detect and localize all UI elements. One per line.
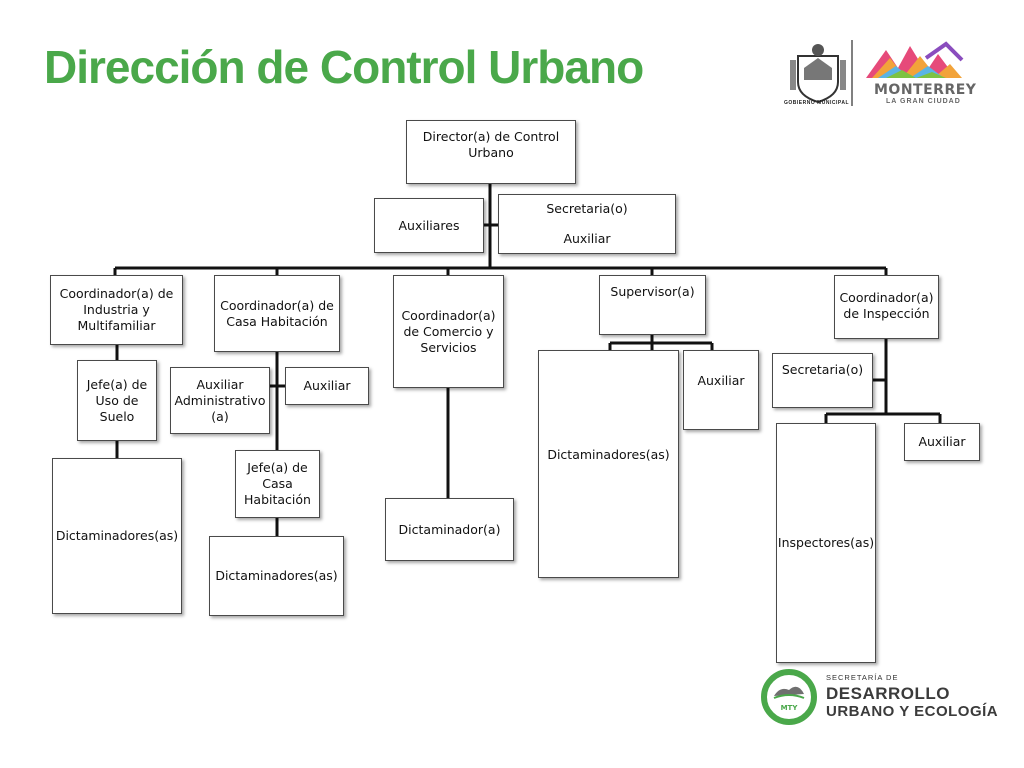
- jefe-casa-label: Jefe(a) de Casa Habitación: [244, 460, 311, 507]
- jefe-uso-suelo-box: Jefe(a) de Uso de Suelo: [77, 360, 157, 441]
- dictaminador-label: Dictaminador(a): [398, 521, 501, 537]
- auxiliares-label: Auxiliares: [398, 217, 460, 233]
- coord-comercio-label: Coordinador(a) de Comercio y Servicios: [401, 307, 496, 355]
- coord-industria-box: Coordinador(a) de Industria y Multifamil…: [50, 275, 183, 345]
- dictaminadores-1-label: Dictaminadores(as): [55, 528, 179, 543]
- monterrey-logo-icon: [866, 41, 964, 78]
- inspectores-label: Inspectores(as): [777, 535, 875, 550]
- city-tagline: LA GRAN CIUDAD: [886, 98, 961, 105]
- dictaminadores-1-box: Dictaminadores(as): [52, 458, 182, 614]
- coord-inspeccion-box: Coordinador(a) de Inspección: [834, 275, 939, 339]
- jefe-uso-suelo-label: Jefe(a) de Uso de Suelo: [86, 376, 148, 424]
- sedue-line1: DESARROLLO: [826, 684, 950, 703]
- municipal-text: GOBIERNO MUNICIPAL: [784, 100, 850, 106]
- aux-insp-box: Auxiliar: [904, 423, 980, 461]
- director-label: Director(a) de Control Urbano: [422, 129, 560, 160]
- dictaminadores-2-label: Dictaminadores(as): [215, 568, 338, 583]
- aux-casa-box: Auxiliar: [285, 367, 369, 405]
- secretaria-auxiliar-box: Secretaria(o) Auxiliar: [498, 194, 676, 254]
- dictaminadores-3-label: Dictaminadores(as): [547, 447, 670, 462]
- shield-icon: [790, 44, 846, 104]
- coord-comercio-box: Coordinador(a) de Comercio y Servicios: [393, 275, 504, 388]
- coord-industria-label: Coordinador(a) de Industria y Multifamil…: [59, 286, 174, 333]
- dictaminadores-3-box: Dictaminadores(as): [538, 350, 679, 578]
- dictaminador-box: Dictaminador(a): [385, 498, 514, 561]
- dictaminadores-2-box: Dictaminadores(as): [209, 536, 344, 616]
- jefe-casa-box: Jefe(a) de Casa Habitación: [235, 450, 320, 518]
- supervisor-box: Supervisor(a): [599, 275, 706, 335]
- aux-casa-label: Auxiliar: [303, 378, 351, 393]
- coord-casa-box: Coordinador(a) de Casa Habitación: [214, 275, 340, 352]
- aux-supervisor-label: Auxiliar: [697, 373, 745, 388]
- aux-admin-box: Auxiliar Administrativo (a): [170, 367, 270, 434]
- aux-insp-label: Auxiliar: [918, 434, 966, 449]
- aux-supervisor-box: Auxiliar: [683, 350, 759, 430]
- sedue-badge: MTY: [781, 704, 799, 712]
- sedue-logo-icon: MTY: [761, 669, 817, 725]
- inspectores-box: Inspectores(as): [776, 423, 876, 663]
- auxiliares-box: Auxiliares: [374, 198, 484, 253]
- supervisor-label: Supervisor(a): [610, 284, 695, 299]
- sedue-small-text: SECRETARÍA DE: [826, 673, 899, 682]
- coord-casa-label: Coordinador(a) de Casa Habitación: [220, 297, 334, 329]
- secretaria-insp-label: Secretaria(o): [781, 362, 864, 377]
- director-box: Director(a) de Control Urbano: [406, 120, 576, 184]
- secretaria-label: Secretaria(o): [546, 201, 628, 216]
- page-title: Dirección de Control Urbano: [44, 41, 644, 93]
- city-name: MONTERREY: [874, 82, 977, 98]
- auxiliar-top-label: Auxiliar: [563, 231, 611, 246]
- coord-inspeccion-label: Coordinador(a) de Inspección: [839, 290, 934, 321]
- aux-admin-label: Auxiliar Administrativo (a): [174, 376, 266, 424]
- sedue-line2: URBANO Y ECOLOGÍA: [826, 703, 999, 720]
- municipal-seal-icon: [790, 40, 964, 106]
- secretaria-insp-box: Secretaria(o): [772, 353, 873, 408]
